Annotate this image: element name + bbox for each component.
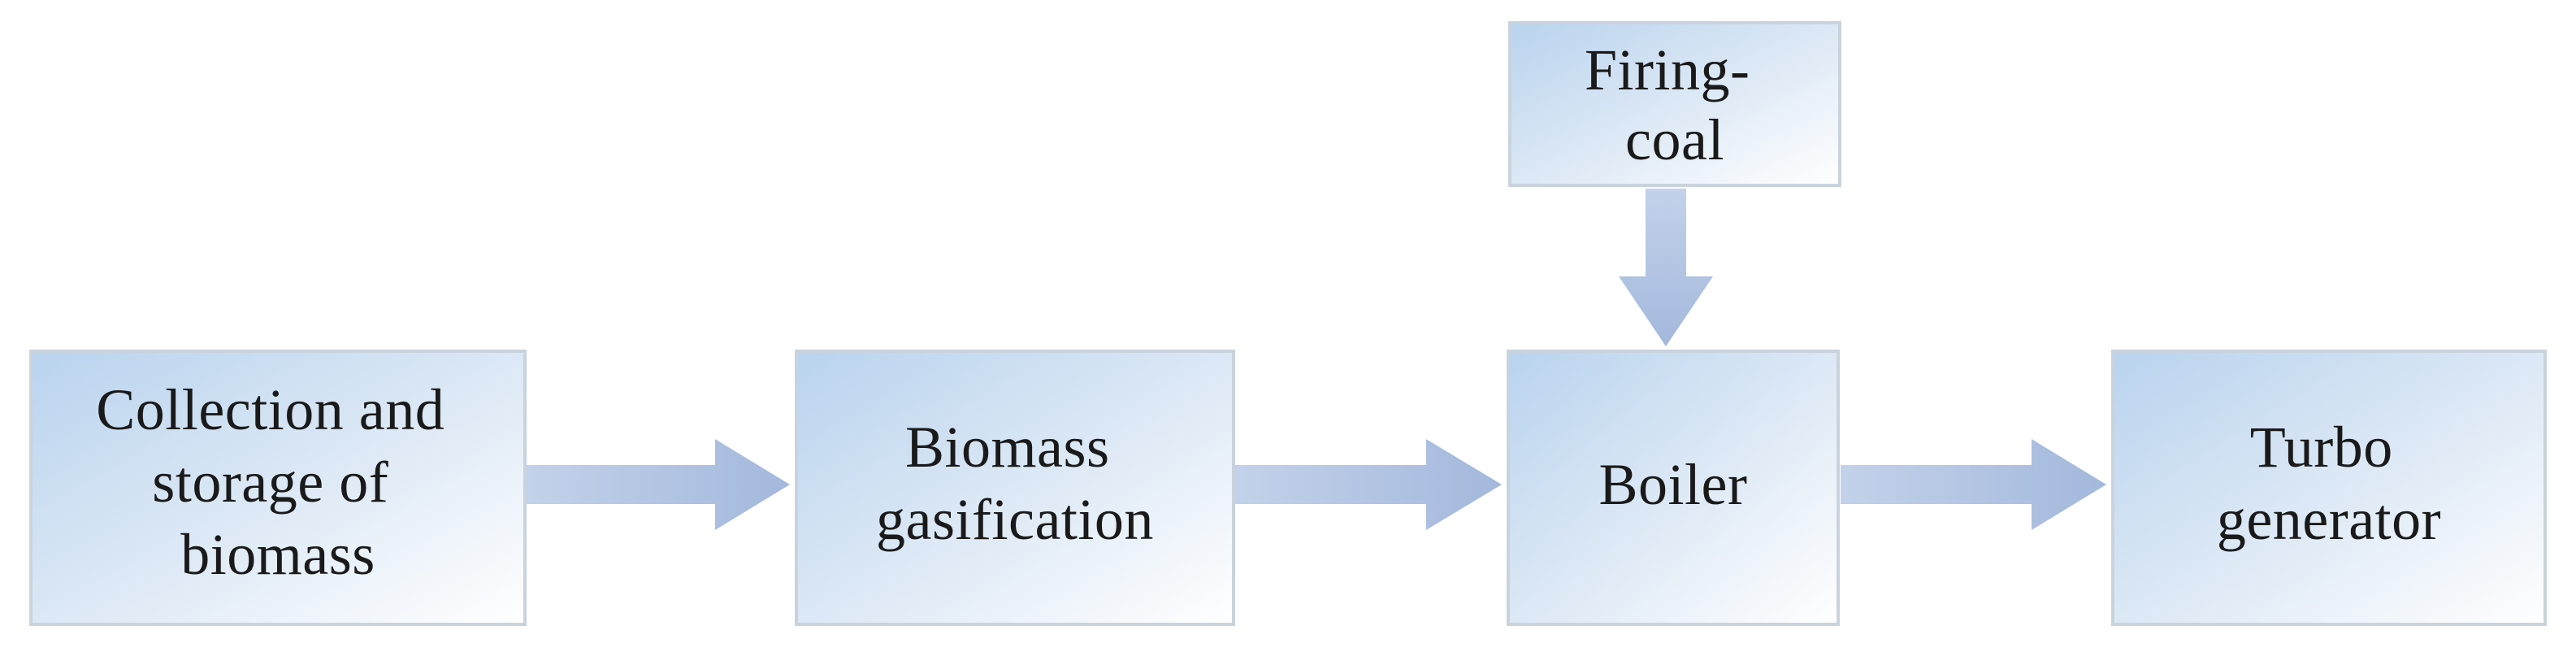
collection-line-2: storage of: [152, 450, 388, 515]
gasification-label: Biomass gasification: [876, 415, 1154, 552]
gasification-line-1: Biomass: [905, 415, 1110, 480]
arrow-firing-to-boiler: [1619, 189, 1713, 346]
turbo-box: [2111, 350, 2547, 626]
collection-line-3: biomass: [180, 522, 375, 587]
turbo-line-2: generator: [2217, 487, 2441, 552]
boiler-label: Boiler: [1599, 452, 1748, 517]
node-firing: Firing- coal: [1508, 21, 1841, 187]
boiler-box: [1507, 350, 1840, 626]
firing-label: Firing- coal: [1585, 37, 1765, 172]
boiler-line-1: Boiler: [1599, 452, 1748, 517]
node-gasification: Biomass gasification: [795, 350, 1235, 626]
firing-line-2: coal: [1625, 107, 1724, 172]
node-collection: Collection and storage of biomass: [29, 350, 527, 626]
arrow-collection-to-gasification: [527, 439, 790, 530]
collection-label: Collection and storage of biomass: [96, 377, 459, 587]
arrow-boiler-to-turbo: [1841, 439, 2106, 530]
collection-line-1: Collection and: [96, 377, 445, 442]
node-turbo: Turbo generator: [2111, 350, 2547, 626]
firing-box: [1508, 21, 1841, 187]
firing-line-1: Firing-: [1585, 37, 1750, 102]
arrows: [527, 189, 2106, 530]
collection-box: [29, 350, 527, 626]
gasification-line-2: gasification: [876, 487, 1154, 552]
turbo-label: Turbo generator: [2217, 415, 2441, 552]
turbo-line-1: Turbo: [2250, 415, 2393, 480]
node-boiler: Boiler: [1507, 350, 1840, 626]
gasification-box: [795, 350, 1235, 626]
arrow-gasification-to-boiler: [1235, 439, 1502, 530]
